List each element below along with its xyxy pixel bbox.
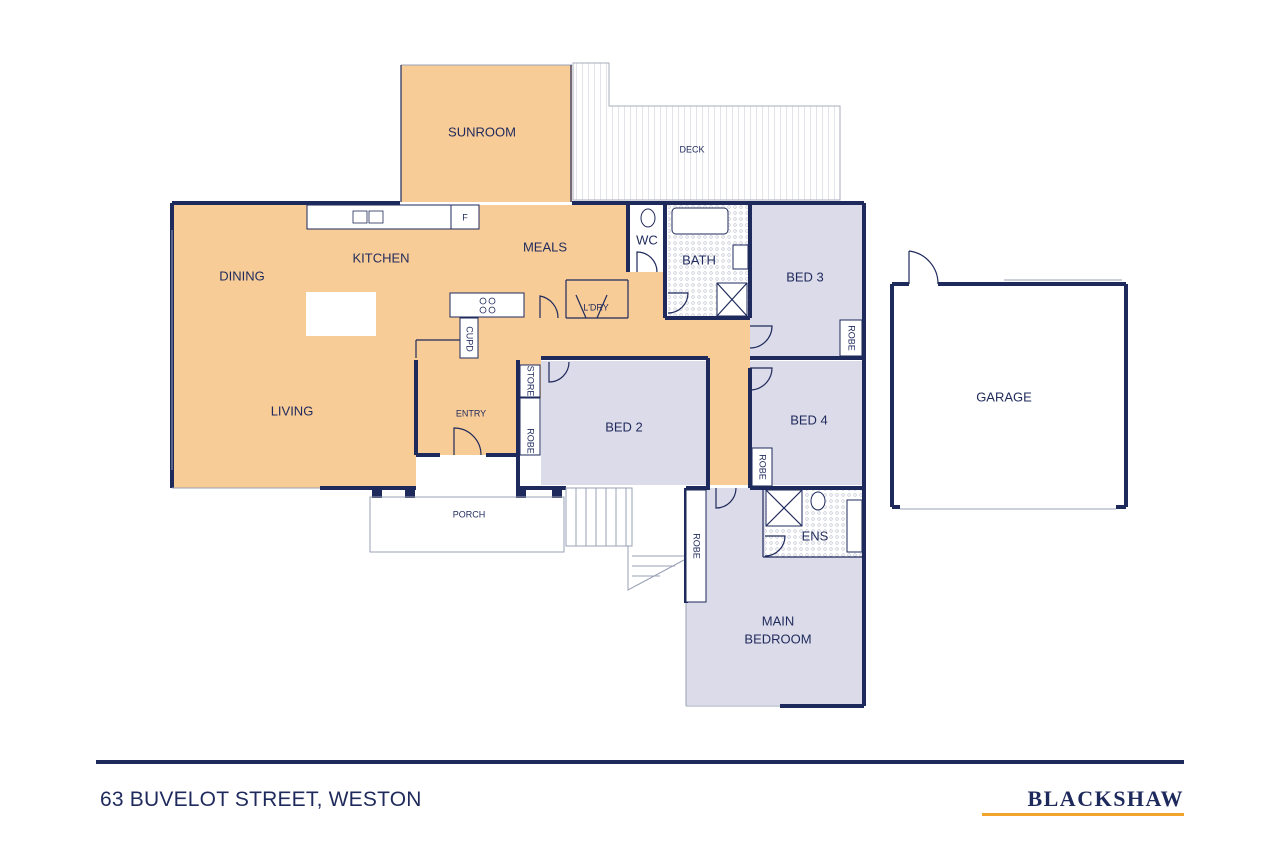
walls bbox=[170, 201, 866, 708]
deck-label: DECK bbox=[679, 144, 704, 154]
porch: PORCH bbox=[369, 496, 565, 553]
robe-bed3-label: ROBE bbox=[847, 325, 857, 351]
brand-logo-underline bbox=[982, 813, 1184, 816]
robe-main-label: ROBE bbox=[692, 533, 702, 559]
robe-bed2-label: ROBE bbox=[526, 428, 536, 454]
doors bbox=[453, 250, 939, 557]
bed3-label: BED 3 bbox=[786, 269, 824, 284]
robe-bed4-label: ROBE bbox=[758, 454, 768, 480]
garage: GARAGE bbox=[890, 279, 1128, 510]
kitchen-fixtures: F bbox=[306, 204, 525, 359]
brand-logo: BLACKSHAW bbox=[1027, 786, 1184, 811]
garage-label: GARAGE bbox=[976, 389, 1032, 404]
main-bedroom-label-line1: MAIN bbox=[762, 613, 795, 628]
bed4-label: BED 4 bbox=[790, 412, 828, 427]
entry-zone bbox=[416, 358, 520, 455]
stairs bbox=[565, 487, 685, 591]
sunroom-label: SUNROOM bbox=[448, 124, 516, 139]
living-label: LIVING bbox=[271, 403, 314, 418]
property-address: 63 BUVELOT STREET, WESTON bbox=[100, 788, 422, 811]
meals-label: MEALS bbox=[523, 239, 567, 254]
deck: DECK bbox=[572, 62, 841, 201]
kitchen-label: KITCHEN bbox=[352, 250, 409, 265]
wc-label: WC bbox=[636, 232, 658, 247]
footer-divider bbox=[96, 760, 1184, 764]
cupboard-label: CUPD bbox=[465, 326, 475, 352]
robes bbox=[519, 319, 863, 603]
entry-label: ENTRY bbox=[456, 408, 486, 418]
sunroom: SUNROOM bbox=[400, 64, 572, 202]
bath-label: BATH bbox=[682, 252, 716, 267]
main-bedroom-label-line2: BEDROOM bbox=[744, 631, 811, 646]
store-label: STORE bbox=[526, 366, 536, 397]
porch-label: PORCH bbox=[453, 509, 486, 519]
dining-label: DINING bbox=[219, 268, 265, 283]
bath-fixtures bbox=[640, 207, 863, 553]
laundry-label: L'DRY bbox=[583, 302, 609, 312]
fridge-label: F bbox=[462, 212, 468, 222]
ensuite-label: ENS bbox=[802, 528, 829, 543]
bed2-label: BED 2 bbox=[605, 419, 643, 434]
